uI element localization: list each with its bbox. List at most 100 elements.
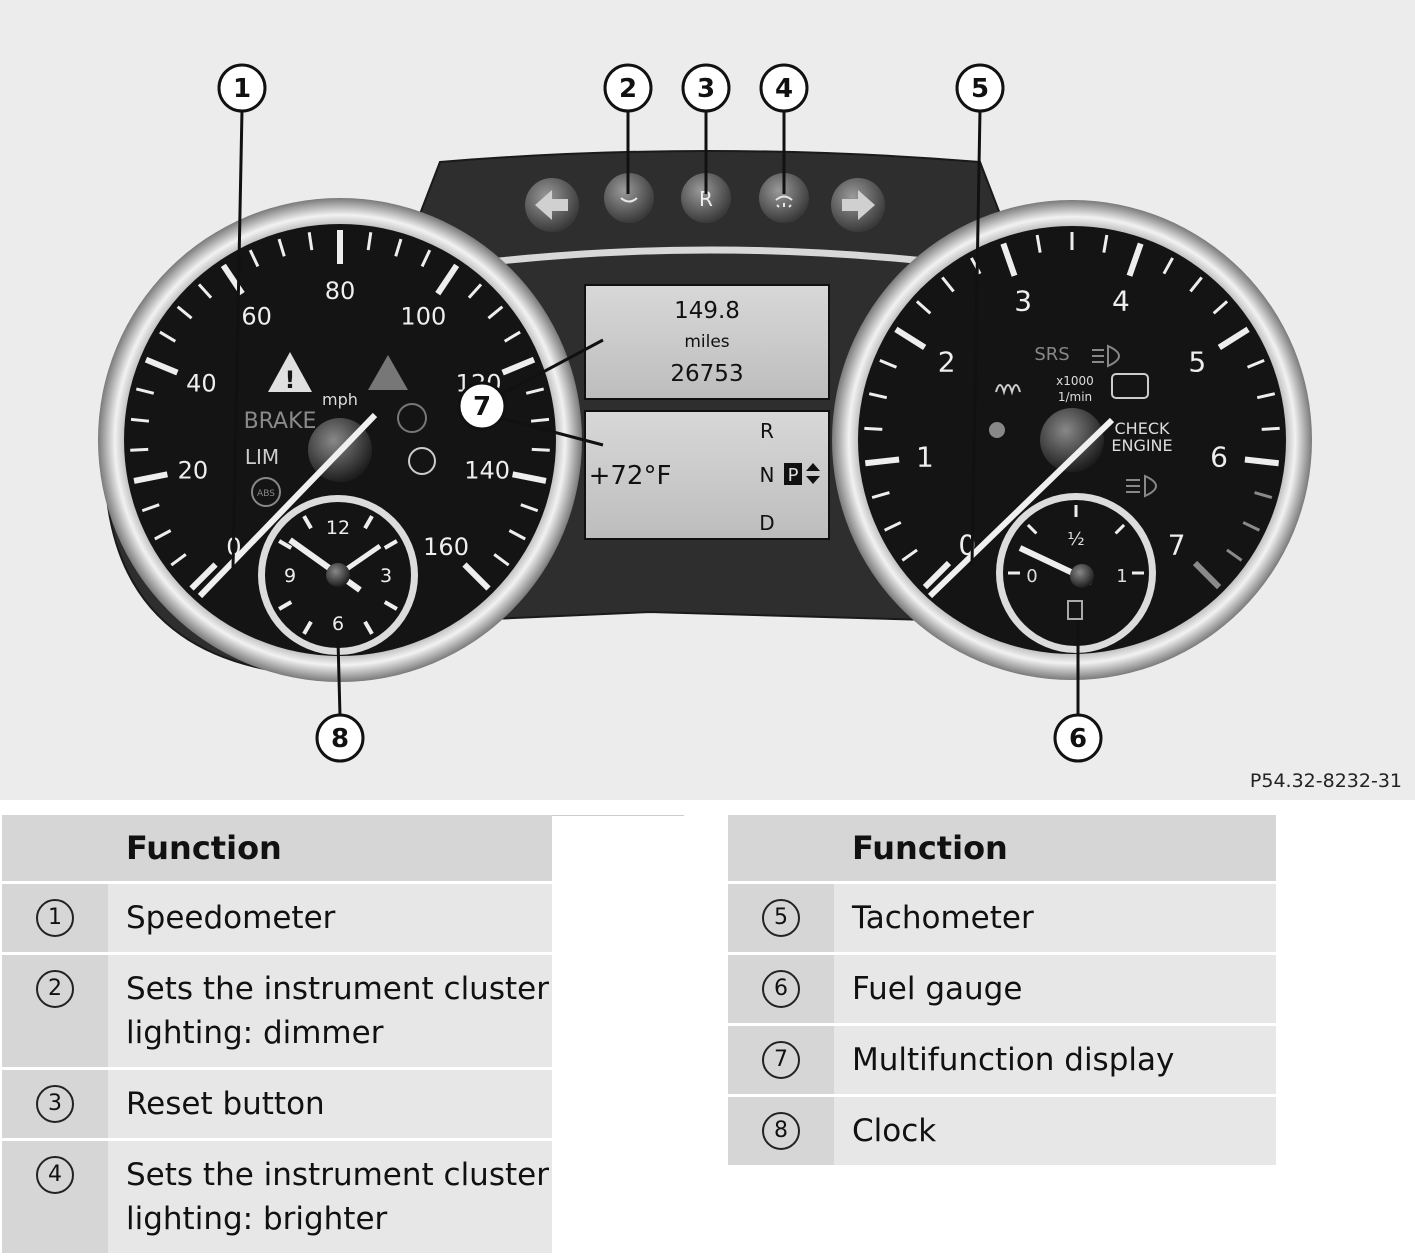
- tach-label: 7: [1168, 529, 1186, 562]
- speed-tick: [197, 283, 213, 299]
- tach-tick: [868, 392, 888, 400]
- abs-label: ABS: [257, 489, 275, 499]
- row-text: Fuel gauge: [852, 971, 1023, 1007]
- tach-tick: [1000, 242, 1018, 277]
- speed-label: 140: [464, 456, 510, 484]
- instrument-cluster-figure: R 020406080100120140160 mph ! BRAKE LIM …: [0, 0, 1415, 800]
- speed-tick: [154, 529, 172, 541]
- tach-tick: [864, 456, 900, 467]
- speed-unit: mph: [322, 390, 358, 409]
- row-text-cell: Tachometer: [834, 884, 1276, 952]
- tach-tick: [1102, 234, 1109, 253]
- odometer-value: 26753: [670, 361, 743, 387]
- srs-label: SRS: [1034, 344, 1069, 365]
- reset-button[interactable]: [681, 173, 731, 223]
- dimmer-icon: [620, 197, 638, 203]
- table-row: 8 Clock: [728, 1097, 1276, 1165]
- tach-tick: [941, 276, 955, 293]
- low-beam-icon: [1126, 474, 1157, 498]
- dimmer-button[interactable]: [604, 173, 654, 223]
- callout-circle: [315, 713, 365, 763]
- speed-label: 60: [241, 302, 272, 330]
- callout-circle: [603, 63, 653, 113]
- speed-tick: [512, 471, 547, 484]
- gear-p: P: [788, 465, 799, 486]
- fuel-label-half: ½: [1067, 529, 1084, 550]
- figure-code: P54.32-8232-31: [1250, 770, 1402, 792]
- gear-r: R: [760, 419, 774, 443]
- callout-lines: [231, 109, 1080, 717]
- tach-tick: [879, 359, 898, 369]
- row-number-cell: 5: [728, 884, 834, 952]
- table-header-row: Function: [2, 815, 552, 881]
- tachometer-ticks: [864, 232, 1280, 590]
- top-buttons: R: [525, 173, 885, 232]
- tach-tick: [1256, 392, 1276, 400]
- tach-tick: [871, 491, 890, 500]
- callout-number: 3: [697, 74, 715, 104]
- trip-unit: miles: [684, 332, 729, 352]
- row-number-cell: 7: [728, 1026, 834, 1094]
- outside-temperature: +72°F: [589, 461, 672, 491]
- tach-label: 6: [1210, 441, 1228, 474]
- callout-number: 1: [36, 899, 74, 937]
- table-header-num: [2, 815, 108, 881]
- clock-tick: [363, 515, 374, 530]
- speedometer-needle: [197, 412, 378, 599]
- multifunction-display: 149.8 miles 26753 +72°F R N P D: [584, 284, 830, 540]
- tach-tick: [1035, 234, 1042, 253]
- tach-tick: [1192, 560, 1222, 590]
- speed-tick: [520, 503, 539, 513]
- tach-tick: [1162, 257, 1174, 275]
- table-row: 5 Tachometer: [728, 884, 1276, 952]
- row-text: Multifunction display: [852, 1042, 1175, 1078]
- speed-label: 80: [325, 277, 356, 305]
- speed-tick: [130, 447, 149, 452]
- tach-tick: [1189, 276, 1203, 293]
- speed-label: 40: [186, 370, 217, 398]
- clock-tick: [278, 539, 293, 550]
- speedometer-ticks: [130, 230, 550, 591]
- row-number-cell: 1: [2, 884, 108, 952]
- row-number-cell: 3: [2, 1070, 108, 1138]
- row-number-cell: 2: [2, 955, 108, 1067]
- speed-tick: [144, 356, 179, 376]
- clock-hub: [326, 563, 350, 587]
- row-text: Speedometer: [126, 900, 336, 936]
- tach-label: 4: [1112, 284, 1130, 317]
- function-table-left: Function 1 Speedometer 2 Sets the instru…: [2, 812, 552, 1256]
- row-text-cell: Fuel gauge: [834, 955, 1276, 1023]
- callout-circle: [1053, 713, 1103, 763]
- row-text-cell: Multifunction display: [834, 1026, 1276, 1094]
- clock-tick: [278, 600, 293, 611]
- parking-brake-icon: [397, 403, 427, 433]
- tach-unit-line1: x1000: [1056, 374, 1094, 388]
- callout-number: 4: [36, 1156, 74, 1194]
- abs-icon: [251, 477, 281, 507]
- esp-warning-icon: [368, 355, 408, 390]
- row-text: Clock: [852, 1113, 937, 1149]
- warning-exclamation: !: [285, 366, 296, 394]
- brighter-button[interactable]: [759, 173, 809, 223]
- tach-label: 5: [1188, 345, 1206, 378]
- clock-tick: [383, 539, 398, 550]
- row-number-cell: 8: [728, 1097, 834, 1165]
- tach-tick: [1261, 426, 1280, 431]
- callout-number: 7: [762, 1041, 800, 1079]
- brake-label: BRAKE: [244, 409, 317, 434]
- trip-value: 149.8: [674, 298, 740, 324]
- tach-tick: [883, 521, 902, 532]
- table-header-row: Function: [728, 815, 1276, 881]
- clock-tick: [302, 620, 313, 635]
- table-row: 1 Speedometer: [2, 884, 552, 952]
- callout-number: 7: [473, 392, 491, 422]
- fuel-tick: [1026, 523, 1038, 535]
- tach-tick: [1254, 491, 1273, 500]
- tach-tick: [864, 426, 883, 431]
- function-table-right: Function 5 Tachometer 6 Fuel gauge 7 Mul…: [728, 812, 1276, 1168]
- callout-number: 1: [233, 74, 251, 104]
- tach-tick: [1126, 242, 1144, 277]
